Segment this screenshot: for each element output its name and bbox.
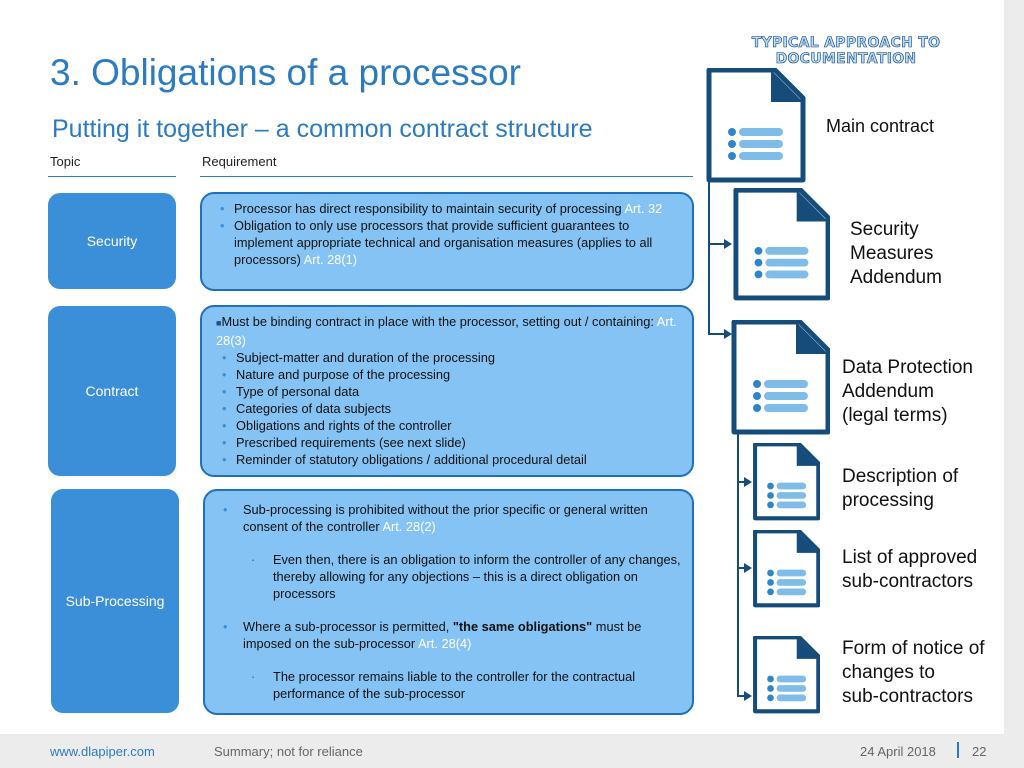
security-measures-label: Security Measures Addendum [850, 218, 942, 290]
topic-sub-processing: Sub-Processing [51, 489, 179, 713]
tagline-line-1: TYPICAL APPROACH TO [751, 35, 941, 52]
description-of-processing-label: Description of processing [842, 465, 958, 513]
requirement-text: Must be binding contract in place with t… [221, 314, 657, 329]
label-line: Description of [842, 466, 959, 487]
approved-sub-contractors-document-icon [753, 530, 820, 608]
notice-of-changes-label: Form of notice of changes to sub-contrac… [842, 637, 985, 709]
column-header-topic: Topic [50, 154, 81, 169]
article-reference: Art. 28(4) [418, 636, 472, 651]
right-margin-bar [1004, 0, 1024, 768]
requirement-item: Sub-processing is prohibited without the… [215, 501, 682, 535]
slide-date: 24 April 2018 [860, 744, 936, 759]
label-line: Addendum [850, 267, 942, 288]
main-contract-label: Main contract [826, 116, 935, 136]
requirement-box-security: Processor has direct responsibility to m… [200, 192, 694, 291]
description-of-processing-document-icon [753, 443, 820, 521]
requirement-sub-item: The processor remains liable to the cont… [215, 668, 682, 702]
requirement-box-sub-processing: Sub-processing is prohibited without the… [203, 489, 694, 715]
topic-security: Security [48, 193, 176, 289]
requirement-text: Obligation to only use processors that p… [234, 218, 653, 267]
requirement-item: Processor has direct responsibility to m… [212, 200, 682, 217]
contract-intro: ■Must be binding contract in place with … [216, 313, 682, 349]
label-line: Data Protection [842, 357, 973, 378]
topic-label: Sub-Processing [65, 593, 165, 609]
data-protection-label: Data Protection Addendum (legal terms) [842, 356, 973, 428]
emphasis-text: "the same obligations" [452, 619, 593, 634]
requirement-item: Obligation to only use processors that p… [212, 217, 682, 268]
topic-header-rule [48, 176, 176, 177]
requirement-item: Categories of data subjects [214, 400, 682, 417]
topic-label: Security [86, 233, 138, 249]
article-reference: Art. 28(2) [382, 519, 436, 534]
requirement-text: Sub-processing is prohibited without the… [243, 502, 648, 534]
requirement-item: Obligations and rights of the controller [214, 417, 682, 434]
label-line: List of approved [842, 547, 978, 568]
label-line: (legal terms) [842, 405, 948, 426]
square-bullet-icon: ■ [216, 318, 222, 328]
label-line: Security [850, 219, 919, 240]
requirement-box-contract: ■Must be binding contract in place with … [200, 305, 694, 477]
approved-sub-contractors-label: List of approved sub-contractors [842, 546, 977, 594]
requirement-item: Prescribed requirements (see next slide) [214, 434, 682, 451]
column-header-requirement: Requirement [202, 154, 277, 169]
label-line: Form of notice of [842, 638, 985, 659]
label-line: Measures [850, 243, 934, 264]
requirement-text: must be imposed on the sub-processor [243, 619, 642, 651]
footer-divider [957, 742, 959, 758]
footer-bar [0, 734, 1024, 768]
slide-title: 3. Obligations of a processor [50, 52, 521, 93]
article-reference: Art. 28(3) [216, 314, 677, 348]
security-measures-document-icon [733, 188, 830, 301]
requirement-header-rule [200, 176, 693, 177]
article-reference: Art. 32 [624, 201, 663, 216]
label-line: sub-contractors [842, 571, 973, 592]
requirement-item: Nature and purpose of the processing [214, 366, 682, 383]
label-line: Addendum [842, 381, 934, 402]
label-line: sub-contractors [842, 686, 973, 707]
tagline-line-2: DOCUMENTATION [775, 51, 917, 68]
requirement-item: Reminder of statutory obligations / addi… [214, 451, 682, 468]
requirement-item: Type of personal data [214, 383, 682, 400]
label-line: changes to [842, 662, 935, 683]
topic-label: Contract [85, 383, 139, 399]
requirement-item: Subject-matter and duration of the proce… [214, 349, 682, 366]
article-reference: Art. 28(1) [303, 252, 358, 267]
website-link[interactable]: www.dlapiper.com [50, 744, 155, 759]
data-protection-document-icon [731, 320, 830, 435]
slide-subtitle: Putting it together – a common contract … [52, 115, 593, 143]
notice-of-changes-document-icon [753, 636, 820, 714]
documentation-tagline: TYPICAL APPROACH TO DOCUMENTATION [746, 35, 946, 68]
page-number: 22 [972, 744, 987, 759]
requirement-text: Processor has direct responsibility to m… [234, 201, 625, 216]
requirement-text: Where a sub-processor is permitted, [243, 619, 453, 634]
requirement-item: Where a sub-processor is permitted, "the… [215, 618, 682, 652]
disclaimer: Summary; not for reliance [214, 744, 363, 759]
requirement-sub-item: Even then, there is an obligation to inf… [215, 551, 682, 602]
topic-contract: Contract [48, 306, 176, 476]
label-line: processing [842, 490, 934, 511]
main-contract-document-icon [706, 68, 806, 183]
